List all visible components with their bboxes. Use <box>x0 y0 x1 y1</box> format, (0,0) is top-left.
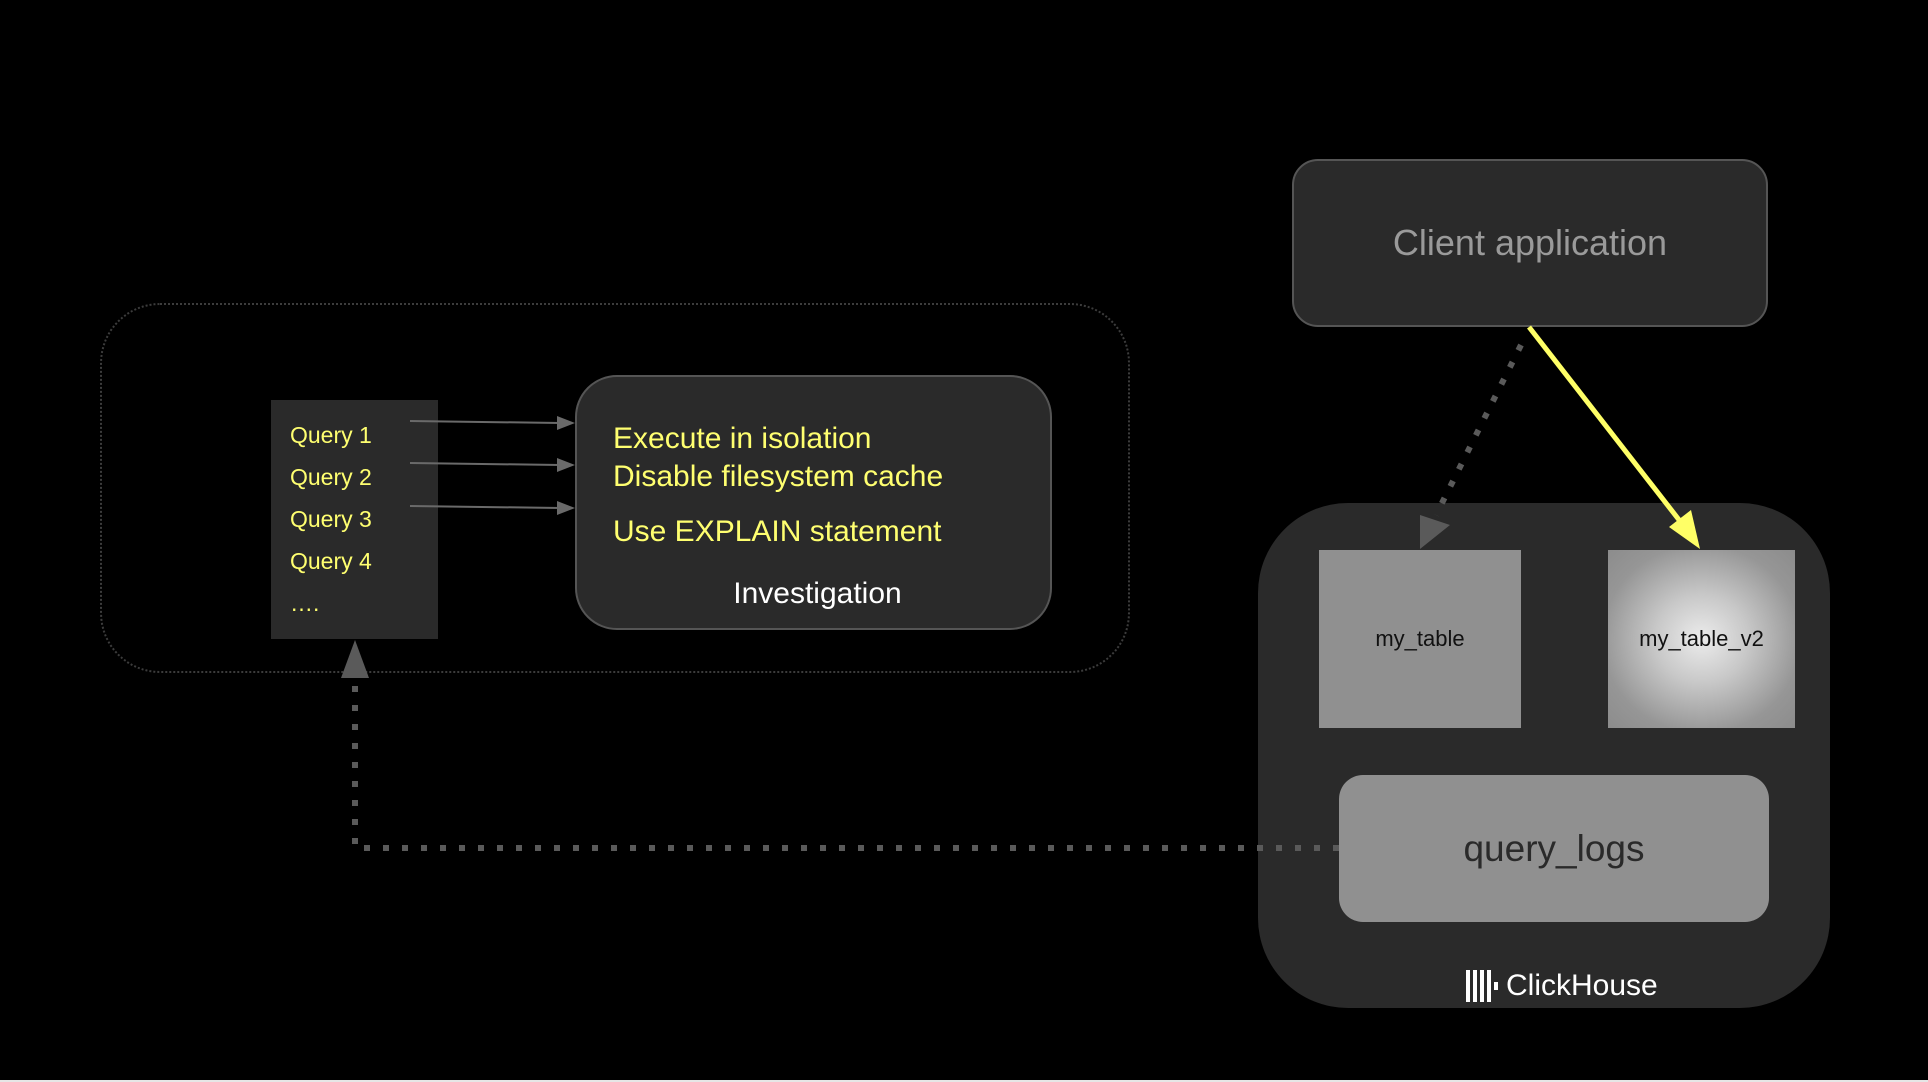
query-list: Query 1 Query 2 Query 3 Query 4 …. <box>271 400 438 639</box>
arrow-query-3 <box>409 505 561 509</box>
client-application-box: Client application <box>1292 159 1768 327</box>
client-application-label: Client application <box>1392 222 1668 263</box>
step-execute-isolation: Execute in isolation <box>613 422 872 455</box>
client-to-my-table-v2-arrow <box>1527 325 1700 549</box>
clickhouse-logo-icon <box>1466 969 1498 1003</box>
table-my-table: my_table <box>1319 550 1521 728</box>
investigation-group-boundary <box>100 303 1130 673</box>
arrow-query-2 <box>409 462 561 466</box>
arrow-query-1 <box>409 420 561 424</box>
step-explain: Use EXPLAIN statement <box>613 515 942 548</box>
query-logs-label: query_logs <box>1463 827 1645 869</box>
query-item-4: Query 4 <box>290 548 372 574</box>
arrowhead-query-3 <box>557 501 575 515</box>
query-logs-to-query-list-arrow <box>341 640 1339 851</box>
query-item-1: Query 1 <box>290 422 372 448</box>
table-my-table-label: my_table <box>1375 626 1465 651</box>
query-logs-box: query_logs <box>1339 775 1769 922</box>
clickhouse-brand: ClickHouse <box>1466 968 1658 1004</box>
client-to-my-table-arrow <box>1420 343 1524 549</box>
query-item-2: Query 2 <box>290 464 372 490</box>
clickhouse-brand-name: ClickHouse <box>1506 969 1658 1002</box>
investigation-box: Execute in isolation Disable filesystem … <box>575 375 1052 630</box>
table-my-table-v2-label: my_table_v2 <box>1639 626 1764 651</box>
table-my-table-v2: my_table_v2 <box>1608 550 1795 728</box>
query-item-more: …. <box>290 590 320 616</box>
arrowhead-query-1 <box>557 416 575 430</box>
arrowhead-my-table-v2 <box>1669 510 1700 549</box>
bottom-border <box>0 1080 1928 1082</box>
step-disable-cache: Disable filesystem cache <box>613 460 944 493</box>
query-item-3: Query 3 <box>290 506 372 532</box>
arrowhead-my-table <box>1420 515 1450 549</box>
investigation-title: Investigation <box>733 577 902 610</box>
query-to-investigation-arrows <box>409 416 575 515</box>
arrowhead-query-2 <box>557 458 575 472</box>
arrowhead-query-list <box>341 640 369 678</box>
